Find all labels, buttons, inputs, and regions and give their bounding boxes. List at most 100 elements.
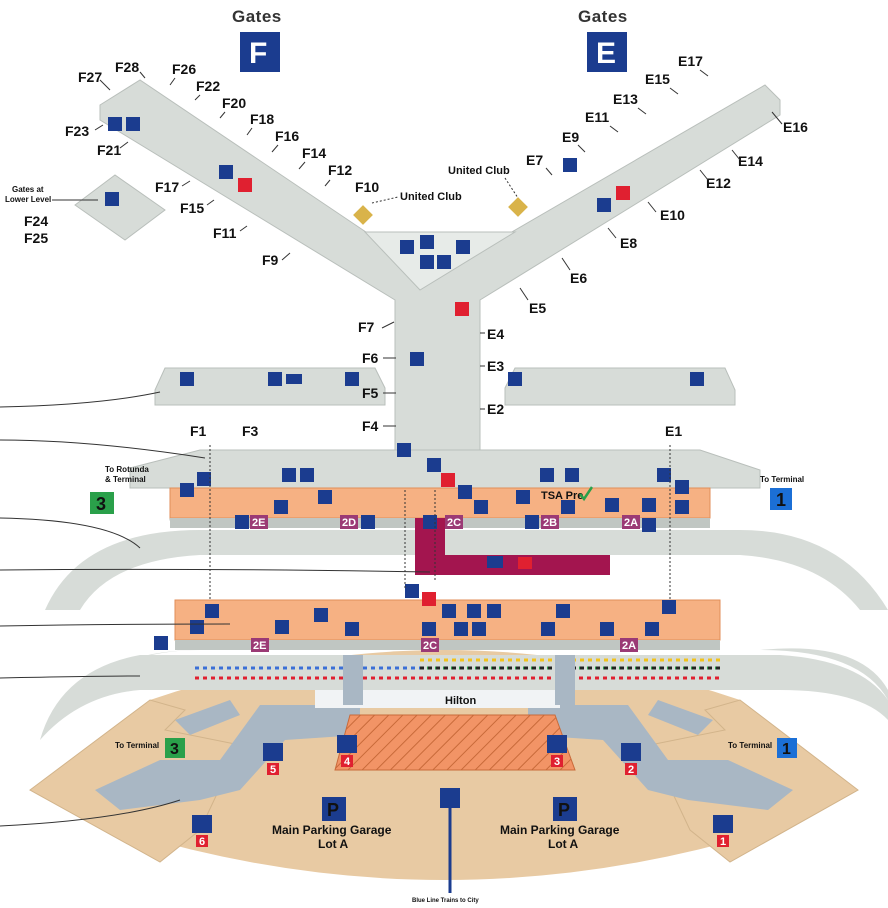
gate-e9[interactable]: E9 [562, 129, 579, 145]
elevator-icon [713, 815, 733, 833]
gate-e14[interactable]: E14 [738, 153, 763, 169]
gate-f20[interactable]: F20 [222, 95, 246, 111]
gate-f11[interactable]: F11 [213, 225, 237, 241]
maroon-tunnel [415, 518, 610, 575]
gate-f12[interactable]: F12 [328, 162, 352, 178]
gate-f4[interactable]: F4 [362, 418, 379, 434]
gate-e12[interactable]: E12 [706, 175, 731, 191]
gates-e-badge [587, 32, 627, 72]
gates-e-letter: E [596, 37, 616, 70]
aed-icon [238, 178, 252, 192]
united-club-e-leader [504, 177, 519, 199]
gate-f25[interactable]: F25 [24, 230, 48, 246]
restroom-icon [219, 165, 233, 179]
gate-f26[interactable]: F26 [172, 61, 196, 77]
gate-f1[interactable]: F1 [190, 423, 207, 439]
elevator-number-badge [341, 755, 353, 767]
gate-e15[interactable]: E15 [645, 71, 670, 87]
walkway-right-upper [648, 700, 713, 735]
garage-terminal-3-badge[interactable] [165, 738, 185, 758]
airplane-icon [675, 500, 689, 514]
train-icon [440, 788, 460, 808]
gates-f-title: Gates [232, 7, 282, 26]
garage-terminal-1-number: 1 [782, 741, 791, 758]
gate-e5[interactable]: E5 [529, 300, 546, 316]
elevator-number-badge [551, 755, 563, 767]
gate-f27[interactable]: F27 [78, 69, 102, 85]
gate-e17[interactable]: E17 [678, 53, 703, 69]
gate-f5[interactable]: F5 [362, 385, 379, 401]
baggage-claim-icon [556, 604, 570, 618]
garage-right-line2: Lot A [548, 837, 579, 851]
gate-f24[interactable]: F24 [24, 213, 48, 229]
elevator-icon [690, 372, 704, 386]
gate-f16[interactable]: F16 [275, 128, 299, 144]
elevator-icon [547, 735, 567, 753]
gate-e16[interactable]: E16 [783, 119, 808, 135]
gate-e4[interactable]: E4 [487, 326, 504, 342]
garage-left-line1: Main Parking Garage [272, 823, 392, 837]
gate-e2[interactable]: E2 [487, 401, 504, 417]
elevator-icon [361, 515, 375, 529]
gate-f7[interactable]: F7 [358, 319, 375, 335]
gate-e10[interactable]: E10 [660, 207, 685, 223]
elevator-icon [561, 500, 575, 514]
restroom-icon [197, 472, 211, 486]
terminal-right-label: To Terminal [760, 475, 804, 484]
mezzanine-right [504, 367, 736, 406]
parking-icon-left [322, 797, 346, 821]
area-badge [445, 515, 463, 529]
gate-e8[interactable]: E8 [620, 235, 637, 251]
gate-e7[interactable]: E7 [526, 152, 543, 168]
walkway-left-upper [175, 700, 240, 735]
terminal-1-badge[interactable] [770, 488, 792, 510]
garage-terminal-1-badge[interactable] [777, 738, 797, 758]
terminal-3-badge[interactable] [90, 492, 114, 514]
gates-f-badge [240, 32, 280, 72]
stairs-icon [190, 620, 204, 634]
restroom-icon [597, 198, 611, 212]
gate-f14[interactable]: F14 [302, 145, 326, 161]
restroom-icon [105, 192, 119, 206]
gate-f28[interactable]: F28 [115, 59, 139, 75]
gate-f22[interactable]: F22 [196, 78, 220, 94]
elevator-5-label: 5 [270, 764, 276, 776]
area-2e-upper: 2E [252, 517, 265, 529]
garage-right-line1: Main Parking Garage [500, 823, 620, 837]
restroom-icon [516, 490, 530, 504]
area-badge [541, 515, 559, 529]
gate-e1[interactable]: E1 [665, 423, 682, 439]
baggage-icon [286, 374, 302, 384]
vertical-connectors [209, 445, 671, 600]
gate-e11[interactable]: E11 [585, 109, 609, 125]
area-2b: 2B [543, 517, 557, 529]
currency-exchange-icon [282, 468, 296, 482]
gate-f3[interactable]: F3 [242, 423, 259, 439]
restroom-icon [458, 485, 472, 499]
lower-level-note-1: Gates at [12, 185, 44, 194]
gate-f10[interactable]: F10 [355, 179, 379, 195]
tsa-check-icon [579, 486, 594, 502]
upper-roadway [45, 530, 888, 610]
family-restroom-icon [467, 604, 481, 618]
elevator-icon [456, 240, 470, 254]
area-2a-lower: 2A [622, 640, 636, 652]
gate-e13[interactable]: E13 [613, 91, 638, 107]
gate-e6[interactable]: E6 [570, 270, 587, 286]
elevator-icon [263, 743, 283, 761]
elevator-2-label: 2 [628, 764, 634, 776]
gate-f18[interactable]: F18 [250, 111, 274, 127]
gate-f23[interactable]: F23 [65, 123, 89, 139]
gate-f17[interactable]: F17 [155, 179, 179, 195]
united-club-f-leader [371, 196, 399, 204]
gate-e3[interactable]: E3 [487, 358, 504, 374]
terminal-3-number: 3 [96, 494, 106, 514]
gate-f9[interactable]: F9 [262, 252, 279, 268]
aed-icon [518, 557, 532, 569]
family-restroom-icon [420, 255, 434, 269]
area-badge [622, 515, 640, 529]
gate-f15[interactable]: F15 [180, 200, 204, 216]
gate-f21[interactable]: F21 [97, 142, 121, 158]
gate-f6[interactable]: F6 [362, 350, 379, 366]
f-gate-labels: F27 F28 F26 F22 F20 F18 F16 F14 F12 F10 … [65, 59, 379, 439]
